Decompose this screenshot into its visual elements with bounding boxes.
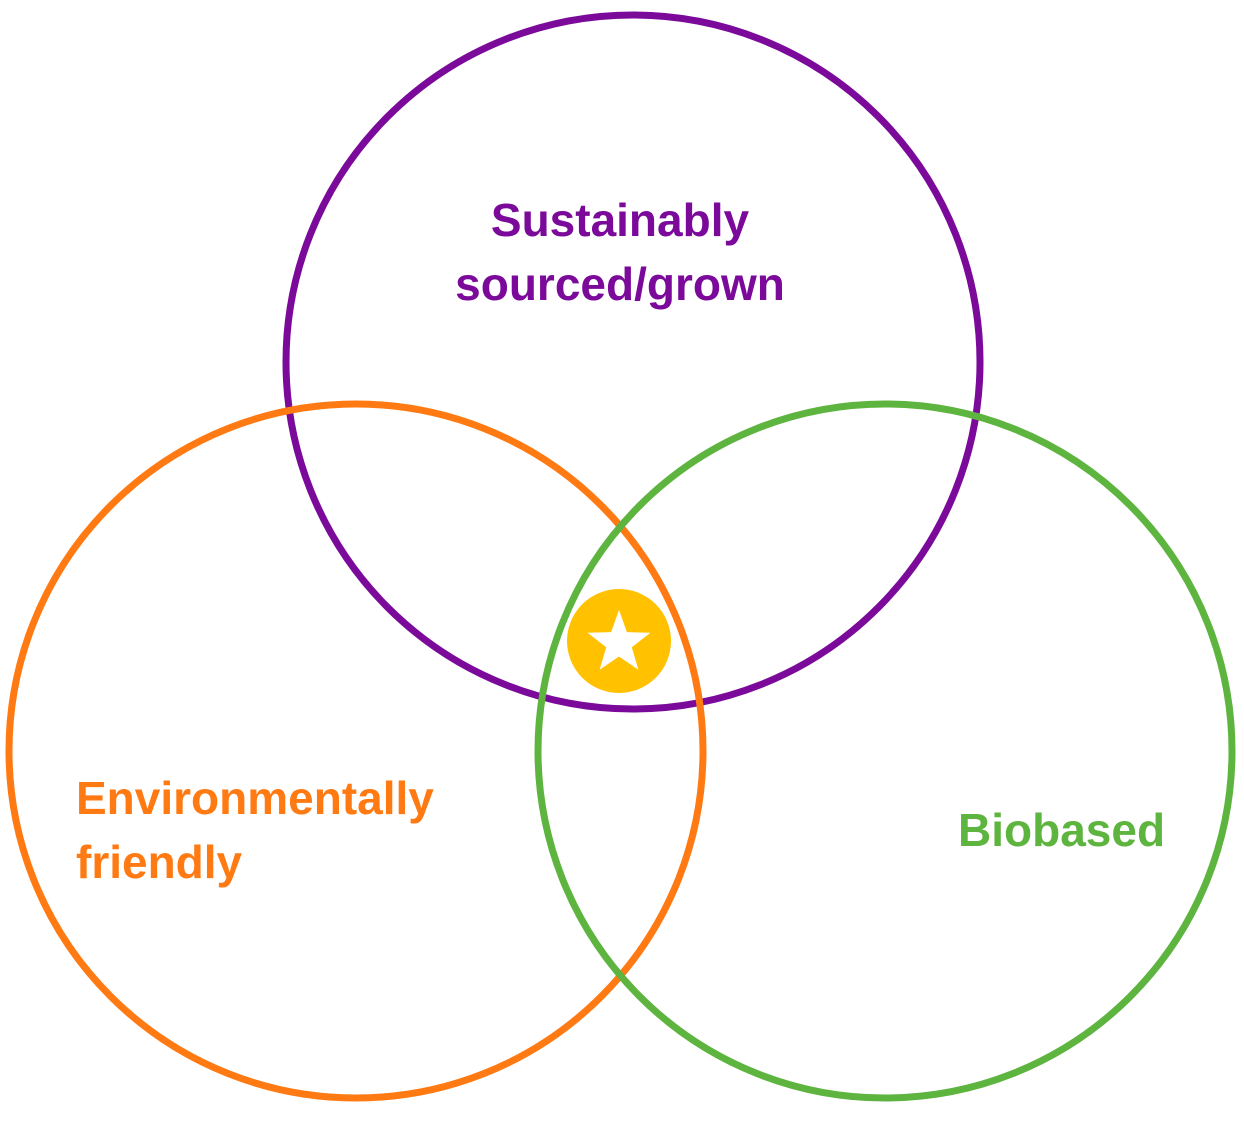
- label-line: sourced/grown: [455, 258, 785, 310]
- center-star-badge: [567, 589, 671, 693]
- label-line: Biobased: [958, 804, 1166, 856]
- circle-environmentally-friendly: [5, 400, 707, 1102]
- label-line: friendly: [76, 836, 243, 888]
- label-line: Sustainably: [490, 194, 750, 246]
- star-icon: [587, 610, 651, 670]
- circle-biobased: [534, 400, 1236, 1102]
- circle-sustainably-sourced: [282, 11, 984, 713]
- label-line: Environmentally: [76, 772, 434, 824]
- label-environmentally-friendly: Environmentally friendly: [76, 766, 434, 894]
- label-biobased: Biobased: [958, 798, 1165, 862]
- label-sustainably-sourced: Sustainably sourced/grown: [420, 188, 820, 316]
